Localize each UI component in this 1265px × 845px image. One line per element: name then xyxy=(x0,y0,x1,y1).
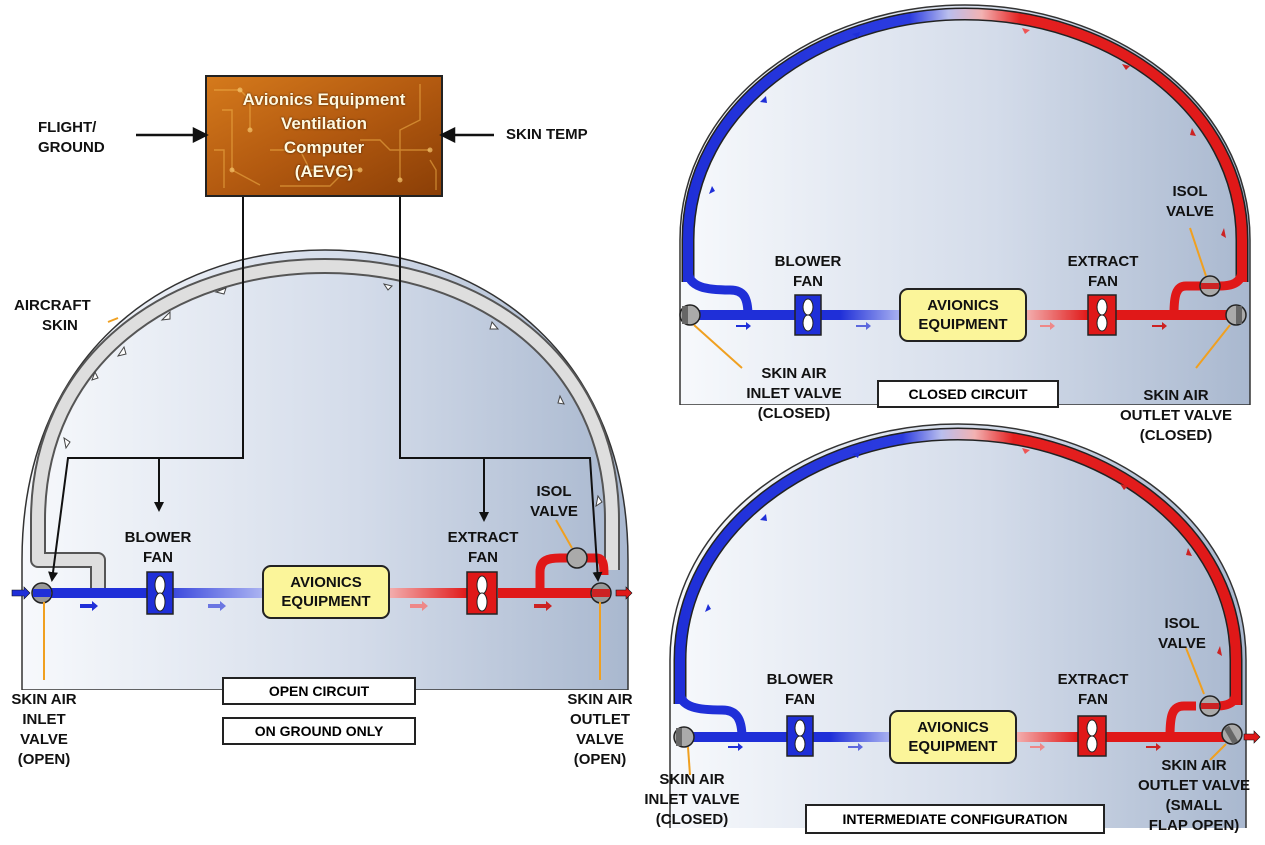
closed-blower-fan-label: BLOWER FAN xyxy=(760,252,856,292)
intermediate-blower-line-2: FAN xyxy=(785,691,815,708)
intermediate-avionics-line-1: AVIONICS xyxy=(917,719,989,736)
intermediate-isol-line-1: ISOL xyxy=(1164,615,1200,632)
blower-fan-label: BLOWER FAN xyxy=(108,528,208,568)
outlet-line-4: (OPEN) xyxy=(573,751,627,768)
inlet-line-4: (OPEN) xyxy=(17,751,71,768)
intermediate-isol-valve-label: ISOL VALVE xyxy=(1146,614,1218,654)
isol-valve xyxy=(566,547,588,569)
closed-extract-fan-label: EXTRACT FAN xyxy=(1048,252,1158,292)
intermediate-outlet-line-4: FLAP OPEN) xyxy=(1148,817,1240,834)
avionics-line-2: EQUIPMENT xyxy=(281,593,371,610)
closed-extract-line-2: FAN xyxy=(1088,273,1118,290)
intermediate-configuration-caption: INTERMEDIATE CONFIGURATION xyxy=(805,804,1105,834)
closed-inlet-valve-label: SKIN AIR INLET VALVE (CLOSED) xyxy=(734,364,854,424)
intermediate-isol-line-2: VALVE xyxy=(1158,635,1206,652)
outlet-line-2: OUTLET xyxy=(570,711,630,728)
intermediate-outlet-line-2: OUTLET VALVE xyxy=(1138,777,1250,794)
flight-ground-label: FLIGHT/ GROUND xyxy=(38,118,105,158)
closed-isol-line-2: VALVE xyxy=(1166,203,1214,220)
blower-fan-line-1: BLOWER xyxy=(124,529,192,546)
inlet-line-2: INLET xyxy=(22,711,66,728)
isol-valve-line-1: ISOL xyxy=(536,483,572,500)
closed-blower-line-1: BLOWER xyxy=(774,253,842,270)
intermediate-outlet-line-1: SKIN AIR xyxy=(1161,757,1227,774)
outlet-line-1: SKIN AIR xyxy=(567,691,633,708)
aevc-input-arrows xyxy=(136,126,494,144)
intermediate-panel xyxy=(660,423,1265,845)
on-ground-only-caption: ON GROUND ONLY xyxy=(222,717,416,745)
closed-circuit-panel xyxy=(670,4,1265,425)
avionics-equipment-label: AVIONICS EQUIPMENT xyxy=(263,566,389,618)
closed-outlet-valve-label: SKIN AIR OUTLET VALVE (CLOSED) xyxy=(1108,386,1244,446)
closed-inlet-line-2: INLET VALVE xyxy=(746,385,842,402)
inlet-line-1: SKIN AIR xyxy=(11,691,77,708)
aevc-line-1: Avionics Equipment xyxy=(242,90,406,109)
closed-circuit-caption: CLOSED CIRCUIT xyxy=(877,380,1059,408)
aevc-line-3: Computer xyxy=(283,138,365,157)
intermediate-blower-line-1: BLOWER xyxy=(766,671,834,688)
aircraft-skin-label: AIRCRAFT SKIN xyxy=(14,296,91,336)
intermediate-outlet-valve-label: SKIN AIR OUTLET VALVE (SMALL FLAP OPEN) xyxy=(1124,756,1264,836)
blower-fan-line-2: FAN xyxy=(143,549,173,566)
aevc-line-2: Ventilation xyxy=(281,114,367,133)
aevc-label: Avionics Equipment Ventilation Computer … xyxy=(208,88,440,184)
extract-fan-line-2: FAN xyxy=(468,549,498,566)
closed-avionics-line-2: EQUIPMENT xyxy=(918,316,1008,333)
extract-fan-line-1: EXTRACT xyxy=(447,529,519,546)
closed-inlet-line-1: SKIN AIR xyxy=(761,365,827,382)
outlet-line-3: VALVE xyxy=(576,731,624,748)
aevc-computer xyxy=(205,75,443,197)
fuselage-outline xyxy=(21,249,629,691)
intermediate-extract-line-1: EXTRACT xyxy=(1057,671,1129,688)
closed-outlet-line-1: SKIN AIR xyxy=(1143,387,1209,404)
closed-outlet-line-3: (CLOSED) xyxy=(1139,427,1213,444)
flight-ground-line-1: FLIGHT/ xyxy=(38,119,97,136)
closed-avionics-label: AVIONICS EQUIPMENT xyxy=(900,289,1026,341)
closed-avionics-line-1: AVIONICS xyxy=(927,297,999,314)
intermediate-outlet-line-3: (SMALL xyxy=(1165,797,1223,814)
closed-isol-valve-label: ISOL VALVE xyxy=(1154,182,1226,222)
closed-outlet-line-2: OUTLET VALVE xyxy=(1120,407,1232,424)
closed-extract-line-1: EXTRACT xyxy=(1067,253,1139,270)
skin-temp-label: SKIN TEMP xyxy=(506,126,588,143)
aircraft-skin-line-1: AIRCRAFT xyxy=(14,297,91,314)
aircraft-skin-line-2: SKIN xyxy=(42,317,78,334)
isol-valve-line-2: VALVE xyxy=(530,503,578,520)
intermediate-avionics-label: AVIONICS EQUIPMENT xyxy=(890,711,1016,763)
avionics-equipment-box xyxy=(262,565,390,619)
intermediate-inlet-line-3: (CLOSED) xyxy=(655,811,729,828)
inlet-valve-label: SKIN AIR INLET VALVE (OPEN) xyxy=(2,690,86,770)
open-circuit-panel xyxy=(0,195,660,710)
flight-ground-line-2: GROUND xyxy=(38,139,105,156)
intermediate-inlet-line-2: INLET VALVE xyxy=(644,791,740,808)
intermediate-inlet-line-1: SKIN AIR xyxy=(659,771,725,788)
inlet-line-3: VALVE xyxy=(20,731,68,748)
outlet-valve-label: SKIN AIR OUTLET VALVE (OPEN) xyxy=(556,690,644,770)
intermediate-blower-fan-label: BLOWER FAN xyxy=(752,670,848,710)
closed-inlet-line-3: (CLOSED) xyxy=(757,405,831,422)
closed-isol-line-1: ISOL xyxy=(1172,183,1208,200)
intermediate-extract-fan-label: EXTRACT FAN xyxy=(1038,670,1148,710)
aevc-line-4: (AEVC) xyxy=(294,162,354,181)
intermediate-avionics-line-2: EQUIPMENT xyxy=(908,738,998,755)
isol-valve-label: ISOL VALVE xyxy=(522,482,586,522)
extract-fan-label: EXTRACT FAN xyxy=(428,528,538,568)
intermediate-inlet-valve-label: SKIN AIR INLET VALVE (CLOSED) xyxy=(630,770,754,830)
open-circuit-caption: OPEN CIRCUIT xyxy=(222,677,416,705)
intermediate-extract-line-2: FAN xyxy=(1078,691,1108,708)
closed-blower-line-2: FAN xyxy=(793,273,823,290)
avionics-line-1: AVIONICS xyxy=(290,574,362,591)
